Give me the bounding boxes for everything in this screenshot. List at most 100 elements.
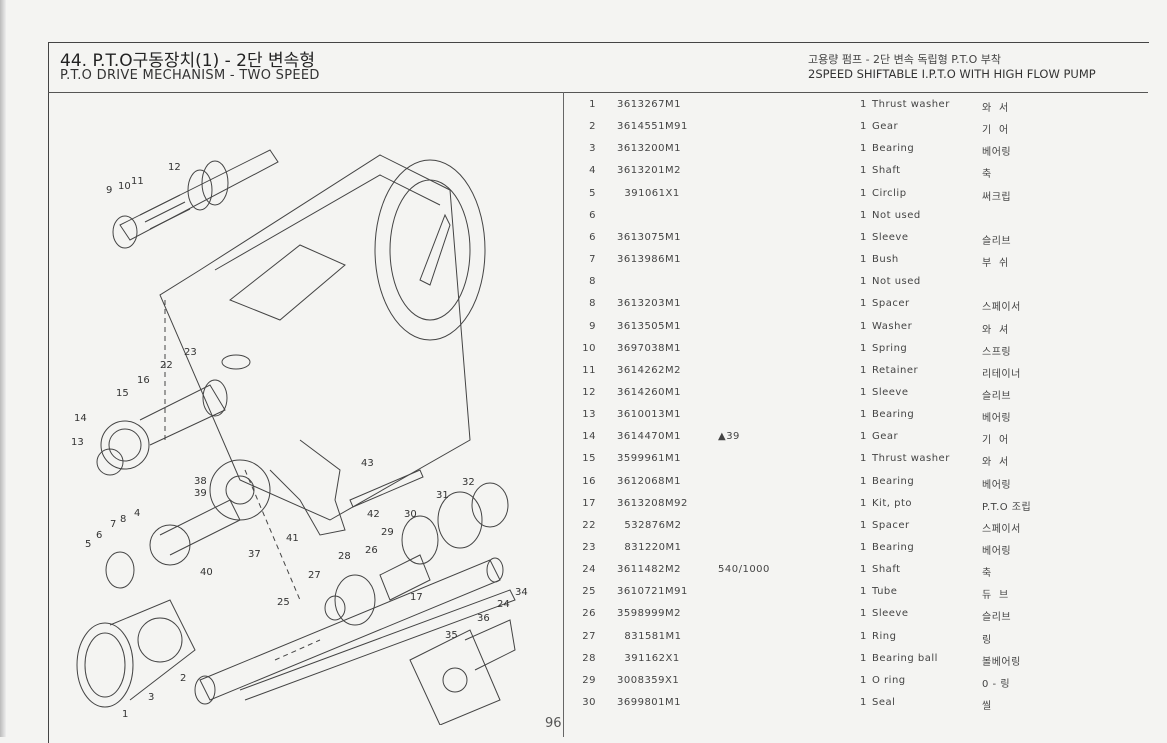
callout-number: 28: [338, 551, 351, 562]
callout-number: 31: [436, 490, 449, 501]
callout-number: 13: [71, 437, 84, 448]
callout-number: 32: [462, 477, 475, 488]
cell-qty: 1: [860, 475, 867, 487]
cell-kor: 리테이너: [982, 368, 1021, 380]
callout-number: 30: [404, 509, 417, 520]
cell-desc: O ring: [872, 674, 906, 686]
cell-part: 3697038M1: [617, 342, 682, 354]
cell-kor: 와 셔: [982, 324, 1009, 336]
callout-number: 23: [184, 347, 197, 358]
cell-kor: 와 서: [982, 103, 1009, 114]
cell-part: 3613267M1: [617, 99, 682, 110]
cell-kor: 링: [982, 634, 992, 646]
cell-kor: 베어링: [982, 413, 1012, 425]
cell-qty: 1: [860, 276, 867, 288]
cell-ref: 28: [582, 652, 596, 664]
cell-part: 3613505M1: [617, 320, 682, 332]
callout-number: 36: [477, 613, 490, 624]
callout-number: 35: [445, 630, 458, 641]
cell-qty: 1: [860, 697, 867, 709]
callout-number: 17: [410, 592, 423, 603]
cell-qty: 1: [860, 497, 867, 509]
subtitle-korean: 고용량 펌프 - 2단 변속 독립형 P.T.O 부착: [808, 53, 1001, 66]
callout-number: 39: [194, 488, 207, 499]
cell-ref: 13: [582, 409, 596, 421]
cell-ref: 3: [589, 143, 596, 155]
cell-ref: 8: [589, 276, 596, 288]
cell-desc: Spacer: [872, 298, 910, 310]
cell-ref: 6: [589, 209, 596, 221]
cell-desc: Sleeve: [872, 608, 909, 620]
callout-number: 43: [361, 458, 374, 469]
cell-ref: 29: [582, 674, 596, 686]
cell-desc: Bearing: [872, 409, 915, 421]
cell-kor: 스페이서: [982, 523, 1021, 535]
cell-desc: Bearing: [872, 143, 915, 155]
cell-part: 3699801M1: [617, 697, 682, 709]
cell-kor: 슬리브: [982, 612, 1012, 624]
cell-part: 3599961M1: [617, 453, 682, 465]
cell-part: 3614470M1: [617, 431, 682, 443]
cell-kor: 0 - 링: [982, 678, 1011, 690]
cell-qty: 1: [860, 586, 867, 598]
page-header: 44. P.T.O구동장치(1) - 2단 변속형 P.T.O DRIVE ME…: [48, 42, 1148, 93]
cell-ref: 17: [582, 497, 596, 509]
cell-qty: 1: [860, 409, 867, 421]
cell-desc: Spring: [872, 342, 908, 354]
table-row: 8 1 Not used: [570, 276, 1130, 296]
cell-kor: 씰: [982, 701, 992, 713]
cell-kor: 볼베어링: [982, 656, 1021, 668]
cell-ref: 1: [589, 99, 596, 110]
cell-desc: Bearing: [872, 475, 915, 487]
cell-ref: 12: [582, 386, 596, 398]
cell-qty: 1: [860, 519, 867, 531]
cell-desc: Not used: [872, 276, 921, 288]
cell-desc: Thrust washer: [872, 99, 950, 110]
cell-qty: 1: [860, 386, 867, 398]
cell-qty: 1: [860, 99, 867, 110]
cell-ref: 10: [582, 342, 596, 354]
cell-kor: 기 어: [982, 435, 1009, 447]
cell-ref: 30: [582, 697, 596, 709]
cell-part: 3613208M92: [617, 497, 688, 509]
title-korean: 44. P.T.O구동장치(1) - 2단 변속형: [60, 51, 315, 71]
callout-number: 22: [160, 360, 173, 371]
callout-number: 1: [122, 709, 128, 720]
cell-qty: 1: [860, 342, 867, 354]
cell-qty: 1: [860, 431, 867, 443]
cell-qty: 1: [860, 630, 867, 642]
cell-part: 391162X1: [617, 652, 680, 664]
cell-part: 3613203M1: [617, 298, 682, 310]
cell-ref: 15: [582, 453, 596, 465]
cell-ref: 22: [582, 519, 596, 531]
cell-desc: Retainer: [872, 364, 919, 376]
cell-kor: 축: [982, 169, 992, 181]
cell-ref: 5: [589, 187, 596, 199]
cell-ref: 16: [582, 475, 596, 487]
cell-qty: 1: [860, 364, 867, 376]
cell-ref: 2: [589, 121, 596, 133]
cell-qty: 1: [860, 674, 867, 686]
callout-number: 12: [168, 162, 181, 173]
cell-part: 3611482M2: [617, 564, 682, 576]
cell-qty: 1: [860, 254, 867, 266]
cell-part: 3614551M91: [617, 121, 688, 133]
cell-kor: 슬리브: [982, 390, 1012, 402]
cell-qty: 1: [860, 453, 867, 465]
cell-part: 3614260M1: [617, 386, 682, 398]
